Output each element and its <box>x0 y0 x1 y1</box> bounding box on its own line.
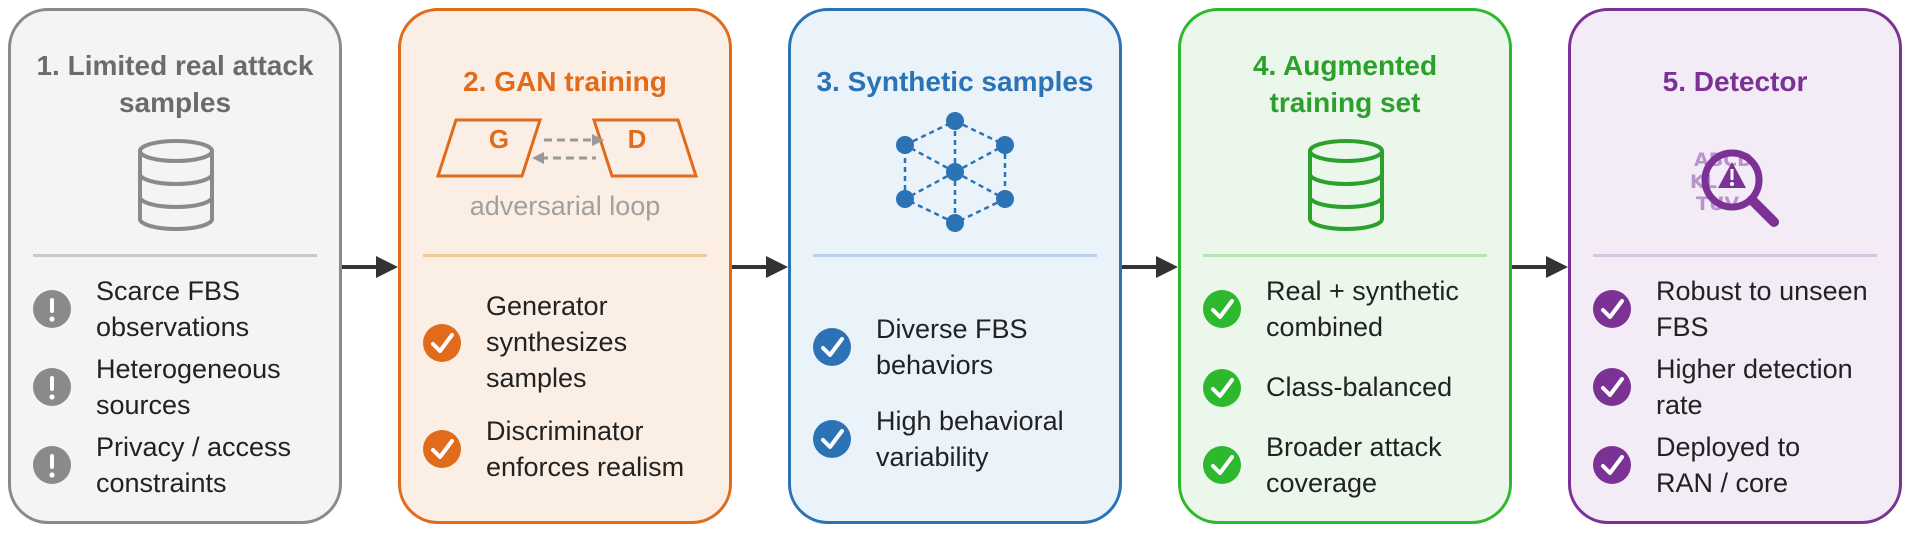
stage-2-card: 2. GAN training G D adversarial loop Gen… <box>398 8 732 524</box>
list-item-text: Diverse FBS behaviors <box>876 314 1028 380</box>
list-item-text: Discriminator enforces realism <box>486 416 685 482</box>
database-icon <box>138 139 214 231</box>
check-icon <box>423 324 461 362</box>
stage-3-card: 3. Synthetic samples Diverse FBS behavio… <box>788 8 1122 524</box>
flow-arrow-icon <box>342 256 398 278</box>
list-item-text: Robust to unseen FBS <box>1656 276 1868 342</box>
list-item: Scarce FBS observations <box>33 273 329 345</box>
list-item: Heterogeneous sources <box>33 351 329 423</box>
detector-magnifier-icon: ABCD KL TUV <box>1690 149 1779 227</box>
list-item: Generator synthesizes samples <box>423 288 719 398</box>
list-item: High behavioral variability <box>813 403 1109 475</box>
stage-3-divider <box>813 254 1097 257</box>
check-icon <box>423 430 461 468</box>
list-item-text: Heterogeneous sources <box>96 354 281 420</box>
flow-arrow-icon <box>1512 256 1568 278</box>
check-icon <box>1203 446 1241 484</box>
stage-4-title: 4. Augmented training set <box>1252 50 1438 118</box>
stage-1-card: 1. Limited real attack samples Scarce FB… <box>8 8 342 524</box>
database-icon <box>1308 139 1384 231</box>
check-icon <box>1203 369 1241 407</box>
stage-4-card: 4. Augmented training set Real + synthet… <box>1178 8 1512 524</box>
list-item-text: Deployed to RAN / core <box>1656 432 1801 498</box>
check-icon <box>813 328 851 366</box>
list-item: Deployed to RAN / core <box>1593 429 1889 501</box>
list-item: Robust to unseen FBS <box>1593 273 1889 345</box>
check-icon <box>813 420 851 458</box>
list-item: Privacy / access constraints <box>33 429 329 501</box>
list-item-text: Class-balanced <box>1266 372 1453 402</box>
list-item: Discriminator enforces realism <box>423 413 719 485</box>
stage-3-title: 3. Synthetic samples <box>816 66 1094 97</box>
list-item-text: Broader attack coverage <box>1266 432 1442 498</box>
check-icon <box>1593 290 1631 328</box>
generator-label: G <box>488 124 510 154</box>
check-icon <box>1593 368 1631 406</box>
stage-2-title: 2. GAN training <box>463 66 667 97</box>
stage-5-divider <box>1593 254 1877 257</box>
list-item: Broader attack coverage <box>1203 429 1499 501</box>
stage-5-card: 5. Detector ABCD KL TUV Robust to unseen… <box>1568 8 1902 524</box>
discriminator-label: D <box>627 124 647 154</box>
adversarial-loop-label: adversarial loop <box>469 191 661 221</box>
network-cube-icon <box>896 112 1014 232</box>
flow-arrow-icon <box>732 256 788 278</box>
list-item-text: Privacy / access constraints <box>96 432 292 498</box>
list-item-text: Real + synthetic combined <box>1266 276 1459 342</box>
flow-arrow-icon <box>1122 256 1178 278</box>
list-item: Diverse FBS behaviors <box>813 311 1109 383</box>
exclamation-icon <box>33 368 71 406</box>
list-item-text: Higher detection rate <box>1656 354 1853 420</box>
list-item: Real + synthetic combined <box>1203 273 1499 345</box>
stage-1-divider <box>33 254 317 257</box>
check-icon <box>1203 290 1241 328</box>
list-item: Class-balanced <box>1203 369 1499 409</box>
stage-5-title: 5. Detector <box>1662 66 1808 97</box>
stage-1-title: 1. Limited real attack samples <box>36 50 314 118</box>
exclamation-icon <box>33 290 71 328</box>
gan-loop-icon <box>436 118 699 178</box>
stage-2-divider <box>423 254 707 257</box>
list-item-text: Scarce FBS observations <box>96 276 250 342</box>
stage-4-divider <box>1203 254 1487 257</box>
list-item: Higher detection rate <box>1593 351 1889 423</box>
list-item-text: High behavioral variability <box>876 406 1064 472</box>
list-item-text: Generator synthesizes samples <box>486 291 628 393</box>
check-icon <box>1593 446 1631 484</box>
exclamation-icon <box>33 446 71 484</box>
